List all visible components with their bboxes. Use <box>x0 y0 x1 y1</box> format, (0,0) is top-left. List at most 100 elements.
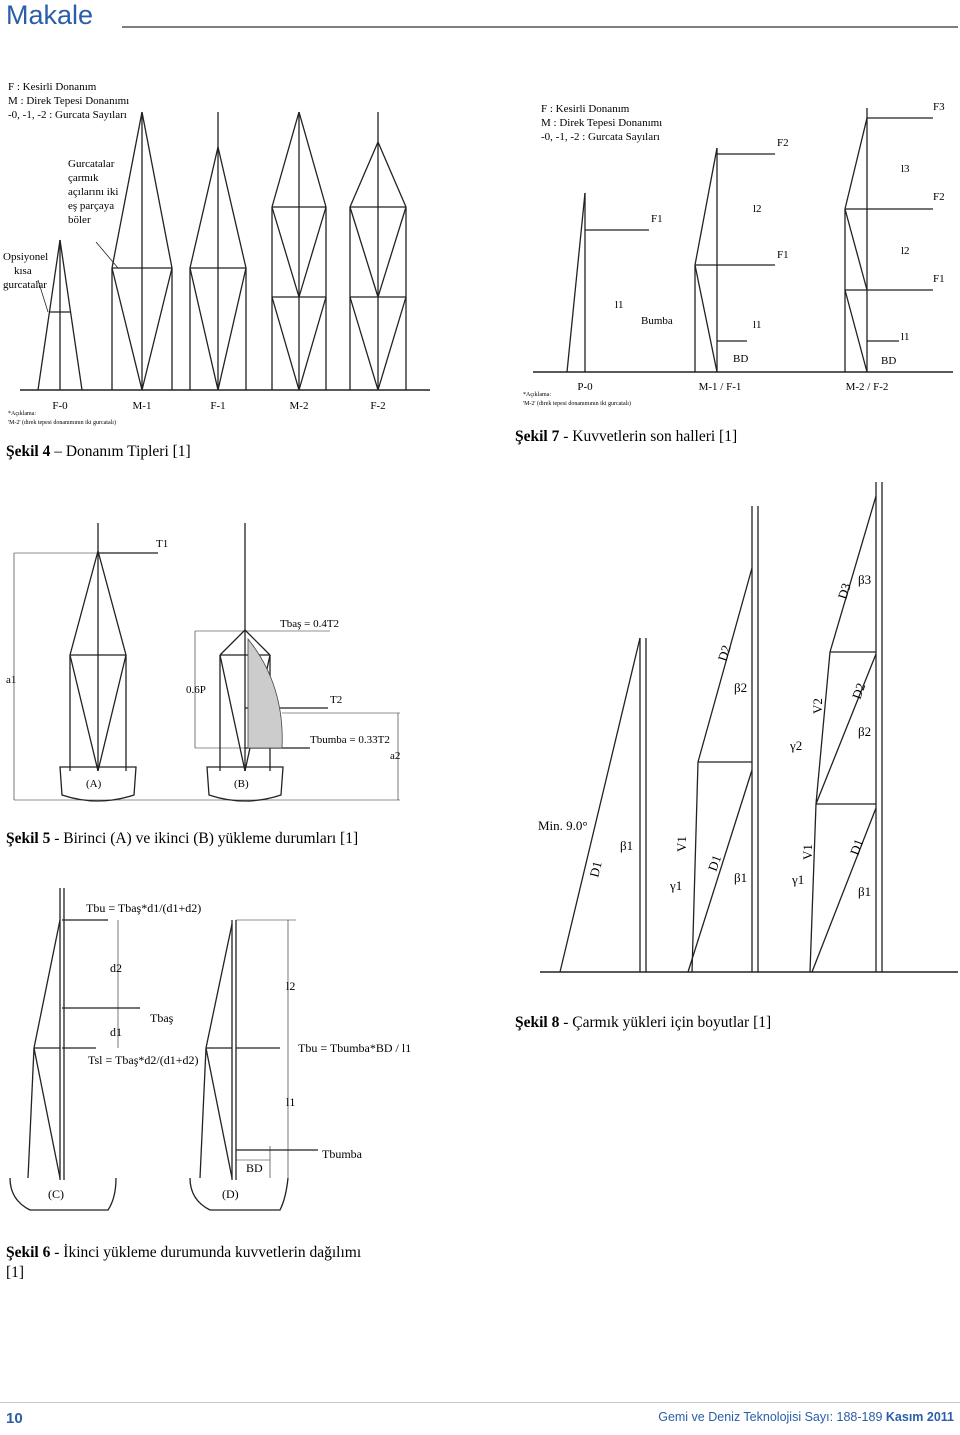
fig4-legend-2: M : Direk Tepesi Donanımı <box>8 95 129 107</box>
fig8-v2-a: V2 <box>810 698 825 714</box>
figure-7-caption: Şekil 7 - Kuvvetlerin son halleri [1] <box>515 428 738 445</box>
fig7-tag-bd-b: BD <box>733 353 748 365</box>
fig8-d2-a: D2 <box>715 643 734 663</box>
fig7-force-f1-c: F1 <box>933 273 945 285</box>
fig5-label-a2: a2 <box>390 750 400 762</box>
fig4-label-m1: M-1 <box>133 400 152 412</box>
fig5-label-t2: T2 <box>330 694 342 706</box>
header-rule <box>122 26 958 28</box>
fig8-b1-c: β1 <box>858 884 871 899</box>
fig7-force-f1-a: F1 <box>651 213 663 225</box>
fig7-footnote-1: *Açıklama: <box>523 392 551 398</box>
fig7-label-m2f2: M-2 / F-2 <box>846 381 889 393</box>
figure-7-text: Kuvvetlerin son halleri [1] <box>572 428 738 445</box>
fig4-note1-1: Gurcatalar <box>68 158 115 170</box>
figure-5: T1 a1 Tbaş = 0.4T2 0.6P T2 Tbumba = 0.33… <box>0 515 420 810</box>
figure-4-number: Şekil 4 <box>6 443 51 460</box>
fig8-b2-b: β2 <box>858 724 871 739</box>
footer-journal-name: Gemi ve Deniz Teknolojisi Sayı: 188-189 <box>658 1410 886 1424</box>
fig4-note2-3: gurcatalar <box>3 279 47 291</box>
fig7-tag-l2-b: l2 <box>753 203 762 215</box>
figure-7-number: Şekil 7 <box>515 428 560 445</box>
fig7-force-f2-a: F2 <box>777 137 789 149</box>
figure-6: Tbu = Tbaş*d1/(d1+d2) d2 Tbaş d1 Tsl = T… <box>0 880 420 1215</box>
fig4-label-f0: F-0 <box>52 400 68 412</box>
fig4-legend-3: -0, -1, -2 : Gurcata Sayıları <box>8 109 127 121</box>
section-title: Makale <box>6 0 94 30</box>
fig8-g1-b: γ1 <box>791 872 804 887</box>
fig8-g1-a: γ1 <box>669 878 682 893</box>
figure-5-text: Birinci (A) ve ikinci (B) yükleme duruml… <box>63 830 359 847</box>
footer-rule <box>0 1402 960 1403</box>
fig6-label-tbu-top: Tbu = Tbaş*d1/(d1+d2) <box>86 901 201 915</box>
fig5-label-a: (A) <box>86 778 102 790</box>
fig7-label-m1f1: M-1 / F-1 <box>699 381 742 393</box>
fig4-note2-2: kısa <box>14 265 32 277</box>
fig4-footnote-1: *Açıklama: <box>8 411 36 417</box>
figure-4-caption: Şekil 4 – Donanım Tipleri [1] <box>6 443 191 460</box>
fig8-v1-b: V1 <box>800 844 815 860</box>
figure-4-text: Donanım Tipleri [1] <box>65 443 191 460</box>
fig5-label-tbumba: Tbumba = 0.33T2 <box>310 734 390 746</box>
fig8-v1-a: V1 <box>674 836 689 852</box>
page-number: 10 <box>6 1410 23 1427</box>
figure-6-text: İkinci yükleme durumunda kuvvetlerin dağ… <box>63 1244 362 1261</box>
fig8-g2-a: γ2 <box>789 738 802 753</box>
figure-8-caption: Şekil 8 - Çarmık yükleri için boyutlar [… <box>515 1014 772 1031</box>
fig4-note1-3: açılarını iki <box>68 186 118 198</box>
fig8-d2-b: D2 <box>849 681 869 701</box>
fig4-note1-4: eş parçaya <box>68 200 114 212</box>
fig7-tag-l2-c: l2 <box>901 245 910 257</box>
figure-6-caption: Şekil 6 - İkinci yükleme durumunda kuvve… <box>6 1244 362 1281</box>
fig6-label-d2: d2 <box>110 961 122 975</box>
figure-8-text: Çarmık yükleri için boyutlar [1] <box>572 1014 772 1031</box>
fig7-footnote-2: 'M-2' (direk tepesi donanımının iki gurc… <box>523 400 631 407</box>
fig4-note1-2: çarmık <box>68 172 99 184</box>
fig5-label-tbas: Tbaş = 0.4T2 <box>280 618 339 630</box>
fig4-label-m2: M-2 <box>290 400 309 412</box>
figure-5-caption: Şekil 5 - Birinci (A) ve ikinci (B) yükl… <box>6 830 359 847</box>
fig5-label-a1: a1 <box>6 674 16 686</box>
fig4-note1-5: böler <box>68 214 91 226</box>
fig7-legend-3: -0, -1, -2 : Gurcata Sayıları <box>541 131 660 143</box>
fig8-b1-b: β1 <box>734 870 747 885</box>
fig8-b1-a: β1 <box>620 838 633 853</box>
fig6-label-c: (C) <box>48 1187 64 1201</box>
fig6-label-l1: l1 <box>286 1095 295 1109</box>
fig6-label-tbu-d: Tbu = Tbumba*BD / l1 <box>298 1041 411 1055</box>
fig6-label-tsl: Tsl = Tbaş*d2/(d1+d2) <box>88 1053 198 1067</box>
fig8-d1-c: D1 <box>847 837 867 857</box>
fig7-tag-l3-c: l3 <box>901 163 910 175</box>
fig8-d1-b: D1 <box>705 853 725 873</box>
fig5-label-06p: 0.6P <box>186 684 206 696</box>
fig4-legend-1: F : Kesirli Donanım <box>8 81 97 93</box>
fig7-tag-l1-c: l1 <box>901 331 910 343</box>
fig8-min-angle: Min. 9.0° <box>538 818 588 833</box>
fig7-force-f1-b: F1 <box>777 249 789 261</box>
fig8-b3-a: β3 <box>858 572 871 587</box>
fig7-force-f3-c: F3 <box>933 101 945 113</box>
footer-journal: Gemi ve Deniz Teknolojisi Sayı: 188-189 … <box>658 1410 954 1424</box>
fig7-tag-bumba: Bumba <box>641 315 673 327</box>
fig7-force-f2-c: F2 <box>933 191 945 203</box>
figure-5-number: Şekil 5 <box>6 830 51 847</box>
fig7-tag-l1-b: l1 <box>753 319 762 331</box>
fig7-legend-2: M : Direk Tepesi Donanımı <box>541 117 662 129</box>
fig8-d1-a: D1 <box>586 860 604 879</box>
fig6-label-tbas: Tbaş <box>150 1011 174 1025</box>
fig5-label-t1: T1 <box>156 538 168 550</box>
figure-6-text-cont: [1] <box>6 1264 25 1281</box>
fig7-tag-l1-a: l1 <box>615 299 624 311</box>
fig6-label-tbumba: Tbumba <box>322 1147 363 1161</box>
figure-6-number: Şekil 6 <box>6 1244 51 1261</box>
figure-4: F : Kesirli Donanım M : Direk Tepesi Don… <box>0 72 440 432</box>
fig4-label-f2: F-2 <box>370 400 385 412</box>
figure-8-number: Şekil 8 <box>515 1014 560 1031</box>
fig8-b2-a: β2 <box>734 680 747 695</box>
fig8-d3-a: D3 <box>835 581 854 601</box>
fig4-footnote-2: 'M-2' (direk tepesi donanımının iki gurc… <box>8 419 116 426</box>
fig7-label-p0: P-0 <box>577 381 593 393</box>
footer-date: Kasım 2011 <box>885 1410 954 1424</box>
fig7-tag-bd-c: BD <box>881 355 896 367</box>
figure-8: Min. 9.0° D1 β1 V1 D1 γ1 β1 D2 β2 V1 γ1 … <box>520 478 958 978</box>
